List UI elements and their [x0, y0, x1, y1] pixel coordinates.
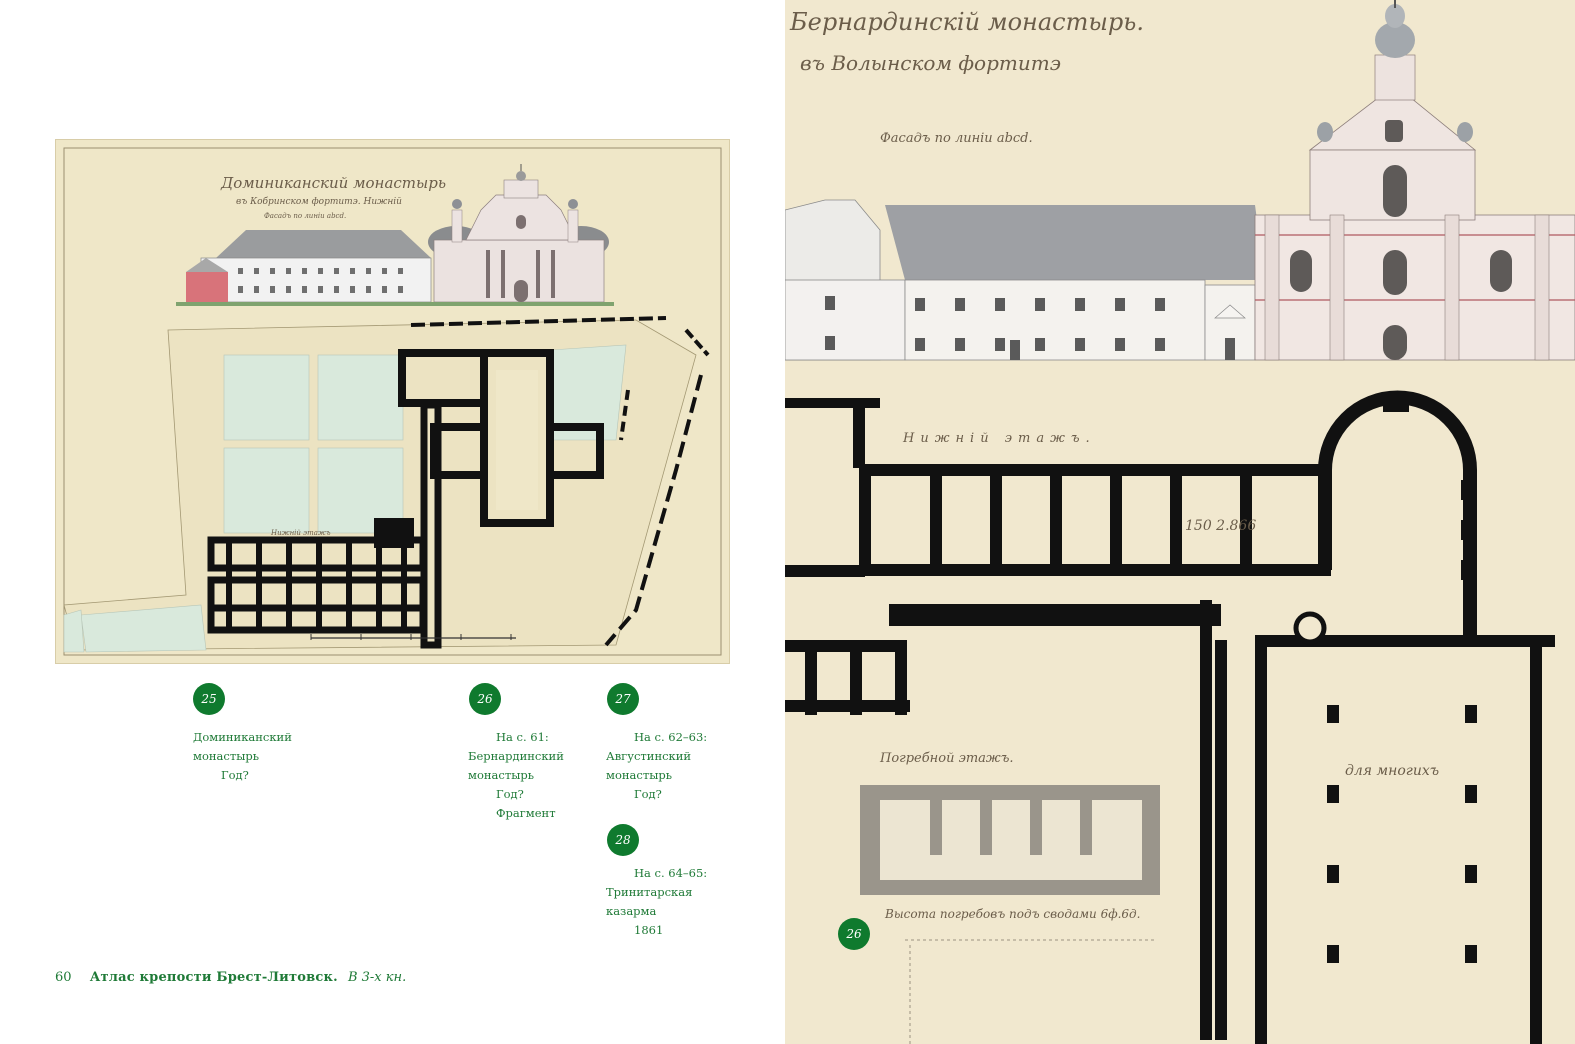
left-page: Доминиканский монастырь въ Кобринском фо… [0, 0, 785, 1044]
caption-line: На с. 64–65: [634, 866, 708, 880]
facade-label-right: Фасадъ по линіи abcd. [880, 131, 1033, 146]
numbers-note: 150 2.866 [1185, 518, 1256, 534]
drawing-subtitle-left: въ Кобринском фортитэ. Нижній [236, 196, 402, 207]
caption-badge-25: 25 [193, 683, 225, 715]
caption-line: Фрагмент [496, 806, 556, 820]
caption-line: На с. 61: [496, 730, 549, 744]
page-number: 60 [55, 970, 72, 985]
bernardine-monastery-drawing: Бернардинскій монастырь. въ Волынском фо… [785, 0, 1575, 1044]
caption-line: Августинский [606, 749, 692, 763]
page-footer: 60 Атлас крепости Брест-Литовск. В 3-х к… [55, 970, 406, 985]
bernardine-plan-svg: Бернардинскій монастырь. въ Волынском фо… [785, 0, 1575, 1044]
dominican-plan-svg: Доминиканский монастырь въ Кобринском фо… [63, 147, 722, 656]
drawing-title-right: Бернардинскій монастырь. [789, 8, 1144, 36]
caption-badge-28: 28 [607, 824, 639, 856]
caption-line: монастырь [468, 768, 534, 782]
running-title: Атлас крепости Брест-Литовск. [89, 970, 338, 985]
caption-badge-26: 26 [469, 683, 501, 715]
caption-line: На с. 62–63: [634, 730, 708, 744]
cellar-note: Высота погребовъ подъ сводами 6ф.6д. [884, 907, 1140, 921]
caption-line: Год? [221, 768, 249, 782]
caption-25: Доминиканский монастырь Год? [193, 728, 292, 785]
drawing-subtitle-right: въ Волынском фортитэ [800, 51, 1061, 75]
right-page: Бернардинскій монастырь. въ Волынском фо… [785, 0, 1575, 1044]
caption-26: На с. 61: Бернардинский монастырь Год? Ф… [468, 728, 564, 823]
caption-28: На с. 64–65: Тринитарская казарма 1861 [606, 864, 707, 940]
running-subtitle: В 3-х кн. [347, 970, 407, 985]
church-note: для многихъ [1345, 763, 1439, 779]
caption-line: Бернардинский [468, 749, 564, 763]
caption-line: 1861 [634, 923, 664, 937]
floor-label-left: Нижній этажъ [270, 529, 331, 537]
caption-line: Доминиканский [193, 730, 292, 744]
caption-line: Тринитарская [606, 885, 693, 899]
caption-line: монастырь [606, 768, 672, 782]
caption-line: казарма [606, 904, 657, 918]
caption-line: Год? [496, 787, 524, 801]
drawing-title-left: Доминиканский монастырь [220, 174, 446, 192]
caption-badge-27: 27 [607, 683, 639, 715]
caption-badge-26-right: 26 [838, 918, 870, 950]
caption-line: Год? [634, 787, 662, 801]
caption-line: монастырь [193, 749, 259, 763]
cellar-label: Погребной этажъ. [879, 751, 1014, 766]
caption-27: На с. 62–63: Августинский монастырь Год? [606, 728, 707, 804]
facade-label-left: Фасадъ по линіи abcd. [264, 212, 346, 220]
floor-label-right: Нижній этажъ. [902, 431, 1096, 446]
dominican-monastery-drawing: Доминиканский монастырь въ Кобринском фо… [55, 139, 730, 664]
